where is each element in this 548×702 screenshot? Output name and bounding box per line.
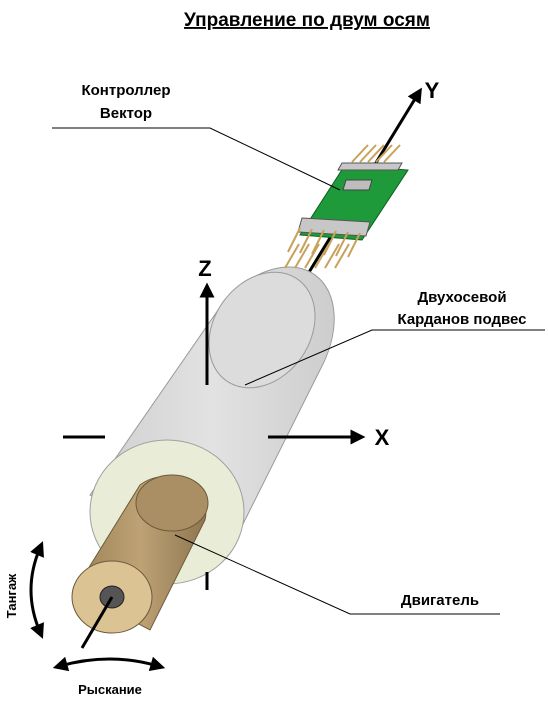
pitch-label: Тангаж (4, 573, 19, 618)
z-axis-label: Z (198, 256, 211, 281)
motor-label: Двигатель (401, 592, 479, 609)
yaw-label: Рыскание (78, 682, 142, 697)
controller-leader-line (52, 127, 341, 191)
controller-label-line1: Контроллер (81, 82, 170, 99)
gimbal-leader-line (244, 329, 545, 386)
x-axis-label: X (375, 425, 390, 450)
controller-label-line2: Вектор (100, 105, 152, 122)
motor-leader-line (174, 534, 500, 615)
diagram-title: Управление по двум осям (184, 10, 430, 31)
pitch-arrow (29, 541, 44, 639)
gimbal-label-line2: Карданов подвес (397, 311, 526, 328)
motor (71, 474, 209, 649)
y-axis-label: Y (425, 78, 440, 103)
controller-board (284, 144, 409, 269)
yaw-arrow (52, 656, 166, 672)
gimbal-label-line1: Двухосевой (417, 289, 506, 306)
motor-shaft-axis (80, 596, 114, 649)
